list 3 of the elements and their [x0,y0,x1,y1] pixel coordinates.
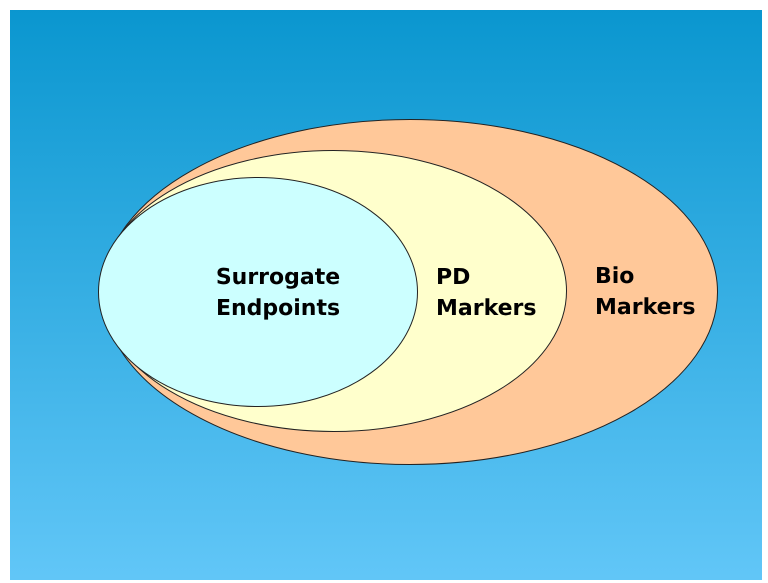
region-label: Surrogate Endpoints [214,264,342,323]
region-label: PD Markers [436,264,538,323]
region-label: Bio Markers [595,263,696,322]
